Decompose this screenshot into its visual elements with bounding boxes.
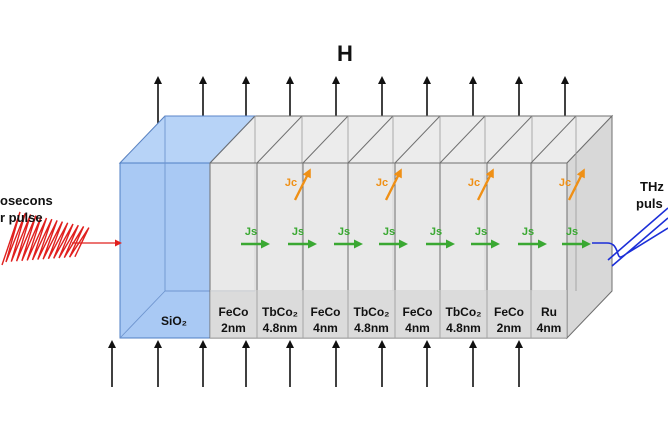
spin-current-label: Js xyxy=(430,226,442,238)
charge-current-label: Jc xyxy=(376,177,388,189)
layer-name: FeCo xyxy=(219,305,249,319)
laser-pulse-wave xyxy=(1,211,90,266)
spin-current-label: Js xyxy=(522,226,534,238)
field-label-h: H xyxy=(337,41,353,66)
layer-thickness: 4nm xyxy=(537,321,562,335)
field-arrows-bottom xyxy=(108,340,523,387)
layer-top-edge xyxy=(439,115,486,164)
spin-current-label: Js xyxy=(245,226,257,238)
femtosecond-laser-pulse: osecons r pulse xyxy=(0,193,122,266)
spin-current-label: Js xyxy=(292,226,304,238)
thz-label-line-2: puls xyxy=(636,196,663,211)
layer-name: Ru xyxy=(541,305,557,319)
layer-thickness: 2nm xyxy=(497,321,522,335)
charge-current-arrow xyxy=(293,168,311,201)
thz-label-line-1: THz xyxy=(640,179,664,194)
layer-name: FeCo xyxy=(403,305,433,319)
spin-current-label: Js xyxy=(566,226,578,238)
thz-pulse-wave xyxy=(592,207,668,267)
charge-current-label: Jc xyxy=(285,177,297,189)
layer-top-edge xyxy=(530,115,577,164)
layer-thickness: 4.8nm xyxy=(263,321,298,335)
layer-name: FeCo xyxy=(494,305,524,319)
layer-name: TbCo₂ xyxy=(262,305,298,319)
layer-name: TbCo₂ xyxy=(354,305,390,319)
layer-top-edge xyxy=(394,115,441,164)
substrate-label: SiO₂ xyxy=(161,314,187,328)
layer-top-edge xyxy=(347,115,394,164)
charge-current-arrow xyxy=(567,168,585,201)
layer-top-edge xyxy=(302,115,349,164)
charge-current-arrow xyxy=(384,168,402,201)
layer-thickness: 2nm xyxy=(221,321,246,335)
charge-current-label: Jc xyxy=(468,177,480,189)
spin-current-label: Js xyxy=(383,226,395,238)
layer-name: FeCo xyxy=(311,305,341,319)
laser-label-line-2: r pulse xyxy=(0,210,43,225)
charge-current-label: Jc xyxy=(559,177,571,189)
layer-thickness: 4nm xyxy=(405,321,430,335)
spin-current-label: Js xyxy=(475,226,487,238)
layer-name: TbCo₂ xyxy=(446,305,482,319)
spin-current-label: Js xyxy=(338,226,350,238)
layer-thickness: 4.8nm xyxy=(354,321,389,335)
layer-thickness: 4.8nm xyxy=(446,321,481,335)
layer-top-edge xyxy=(209,115,256,164)
charge-current-arrow xyxy=(476,168,494,201)
layer-bottom-shade xyxy=(210,290,567,338)
layer-thickness: 4nm xyxy=(313,321,338,335)
layer-top-edge xyxy=(486,115,533,164)
layer-top-edge xyxy=(256,115,303,164)
thz-pulse: THz puls xyxy=(592,179,668,267)
laser-label-line-1: osecons xyxy=(0,193,53,208)
